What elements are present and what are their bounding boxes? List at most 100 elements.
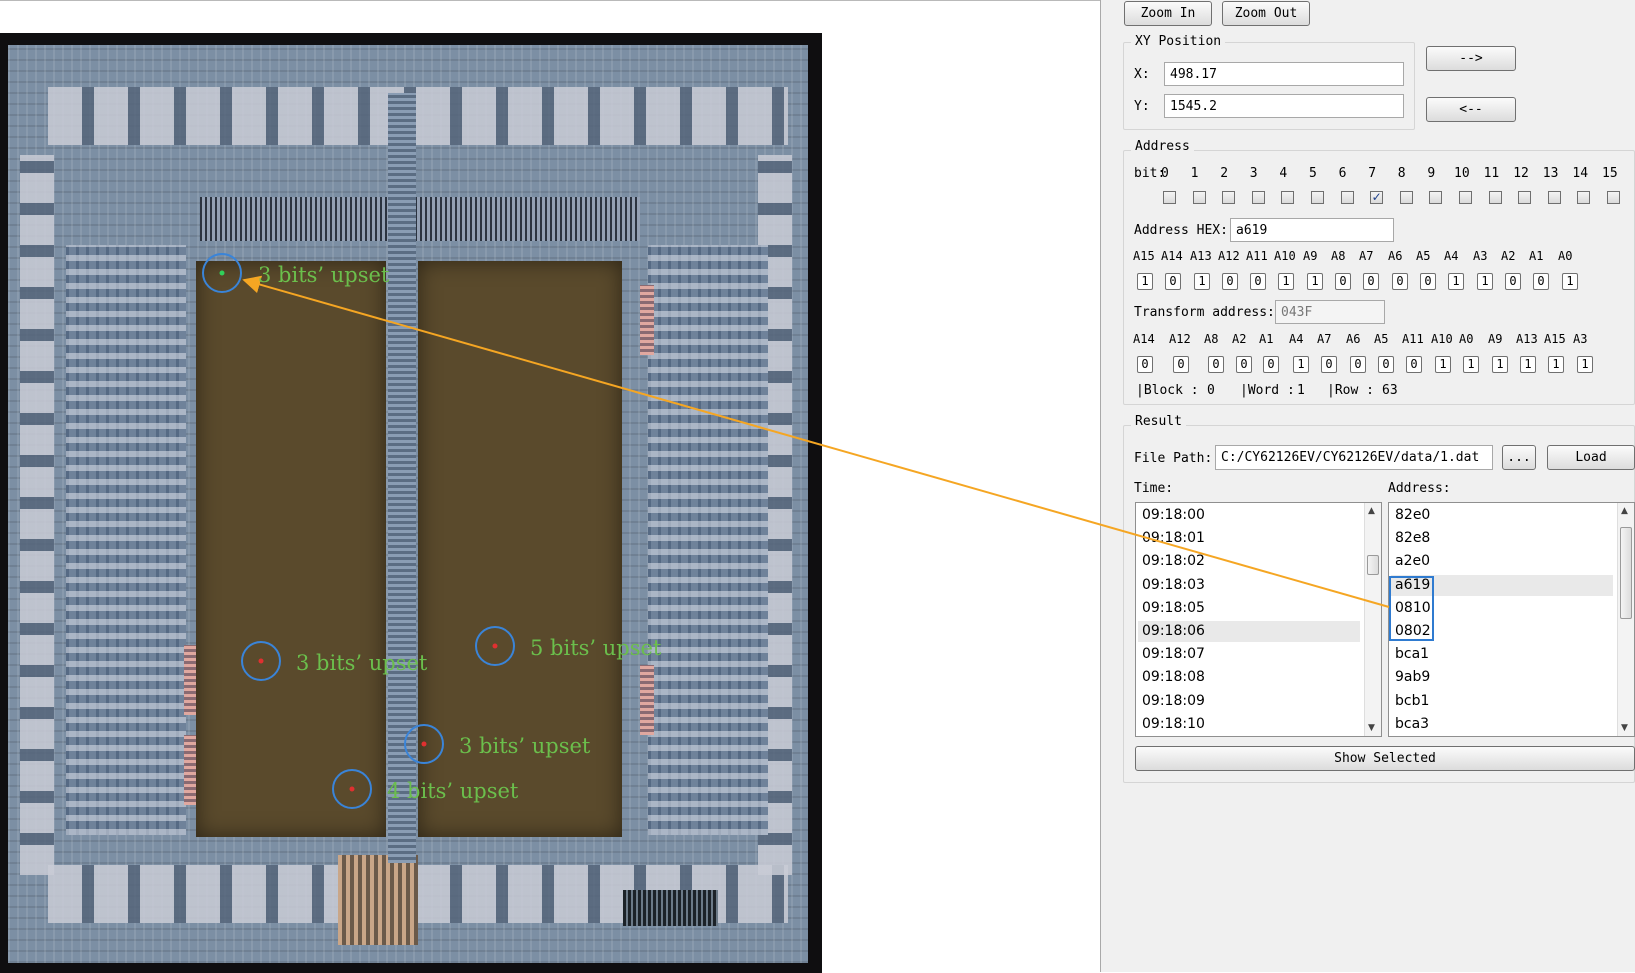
a-bit-value-a5: 0 [1420,273,1436,290]
address-list-scrollbar[interactable]: ▲ ▼ [1617,503,1634,736]
pad-ring-top [48,87,788,145]
sense-amp-block [338,855,418,945]
time-list-row[interactable]: 09:18:10 [1142,715,1205,732]
t-bit-label-a7: A7 [1317,332,1332,346]
t-bit-value-a8: 0 [1208,356,1224,373]
bit-checkbox-14[interactable] [1577,191,1591,204]
a-bit-value-a8: 0 [1335,273,1351,290]
address-list-row[interactable]: 0802 [1395,623,1431,639]
address-list-row[interactable]: bca3 [1395,715,1430,732]
a-bit-label-a13: A13 [1190,249,1212,263]
bit-label-12: 12 [1513,166,1529,181]
a-bit-value-a7: 0 [1363,273,1379,290]
bit-label-11: 11 [1483,166,1500,181]
t-bit-value-a1: 0 [1263,356,1279,373]
chip-die-image [0,33,822,973]
address-list-row[interactable]: 82e8 [1395,530,1431,547]
a-bit-value-a12: 0 [1222,273,1238,290]
scroll-thumb[interactable] [1367,555,1379,575]
t-bit-label-a0: A0 [1459,332,1474,346]
time-list-row[interactable]: 09:18:05 [1142,599,1205,616]
time-list-row[interactable]: 09:18:02 [1142,553,1205,570]
time-list-row[interactable]: 09:18:03 [1142,576,1205,593]
bit-checkbox-15[interactable] [1607,191,1620,204]
a-bit-label-a7: A7 [1359,249,1374,263]
scroll-down-icon[interactable]: ▼ [1368,723,1375,733]
bit-label-1: 1 [1190,166,1199,181]
transform-address-label: Transform address: [1134,305,1275,320]
t-bit-label-a11: A11 [1402,332,1424,346]
time-list-row[interactable]: 09:18:06 [1138,621,1360,642]
bit-checkbox-11[interactable] [1488,191,1502,204]
address-list-row[interactable]: bcb1 [1395,692,1430,709]
a-bit-value-a1: 0 [1533,273,1549,290]
a-bit-label-a1: A1 [1529,249,1544,263]
row-value: 63 [1382,383,1398,398]
t-bit-value-a6: 0 [1350,356,1366,373]
scroll-up-icon[interactable]: ▲ [1621,506,1628,516]
address-list[interactable]: 82e0 82e8 a2e0 a619 0810 0802 bca1 9ab9 bcb1 bca3… [1388,502,1635,737]
scroll-up-icon[interactable]: ▲ [1368,506,1375,516]
address-hex-input[interactable]: a619 [1230,218,1394,242]
address-list-row[interactable]: bca1 [1395,646,1430,663]
address-hex-label: Address HEX: [1134,223,1228,238]
bit-checkbox-10[interactable] [1459,191,1472,204]
a-bit-label-a12: A12 [1218,249,1240,263]
center-spine [388,93,416,863]
time-list[interactable]: 09:18:00 09:18:01 09:18:02 09:18:03 09:18:05… [1135,502,1382,737]
a-bit-label-a15: A15 [1133,249,1155,263]
forward-arrow-button[interactable]: --> [1426,46,1516,71]
scroll-thumb[interactable] [1620,527,1632,619]
t-bit-label-a5: A5 [1374,332,1389,346]
time-list-scrollbar[interactable]: ▲ ▼ [1364,503,1381,736]
bit-label-4: 4 [1279,166,1288,181]
image-viewer[interactable] [0,0,1100,973]
bit-checkbox-3[interactable] [1251,191,1265,204]
show-selected-button[interactable]: Show Selected [1135,746,1635,771]
address-title: Address [1131,139,1194,154]
bit-label-3: 3 [1249,166,1258,181]
bit-checkbox-4[interactable] [1281,191,1295,204]
zoom-in-button[interactable]: Zoom In [1124,1,1212,26]
t-bit-value-a0: 1 [1463,356,1479,373]
bit-checkbox-12[interactable] [1518,191,1532,204]
bit-checkbox-1[interactable] [1192,191,1206,204]
browse-button[interactable]: ... [1502,445,1536,470]
row-decoder-band [200,197,640,241]
bit-checkbox-6[interactable] [1340,191,1354,204]
bit-checkbox-8[interactable] [1399,191,1413,204]
time-list-row[interactable]: 09:18:09 [1142,692,1205,709]
xy-position-title: XY Position [1131,34,1226,49]
bit-checkbox-7[interactable]: ✓ [1370,190,1384,204]
address-list-label: Address: [1388,481,1451,496]
scroll-down-icon[interactable]: ▼ [1621,723,1628,733]
a-bit-value-a11: 0 [1250,273,1266,290]
x-position-input[interactable]: 498.17 [1164,62,1404,86]
load-button[interactable]: Load [1547,445,1635,470]
file-path-input[interactable]: C:/CY62126EV/CY62126EV/data/1.dat [1215,445,1493,470]
bit-checkbox-13[interactable] [1547,191,1561,204]
a-bit-label-a8: A8 [1331,249,1346,263]
bit-checkbox-5[interactable] [1311,191,1324,204]
address-list-row[interactable]: a2e0 [1395,553,1431,570]
t-bit-label-a9: A9 [1488,332,1503,346]
t-bit-label-a14: A14 [1133,332,1155,346]
time-list-row[interactable]: 09:18:07 [1142,646,1205,663]
time-list-row[interactable]: 09:18:00 [1142,507,1205,523]
bit-checkbox-0[interactable] [1163,191,1176,204]
address-list-row[interactable]: 9ab9 [1395,669,1431,686]
t-bit-label-a10: A10 [1431,332,1453,346]
bit-checkbox-2[interactable] [1222,191,1236,204]
address-list-row[interactable]: a619 [1391,574,1613,596]
peripheral-logic-left [66,245,186,835]
time-list-row[interactable]: 09:18:01 [1142,530,1205,547]
address-list-row[interactable]: 0810 [1395,599,1431,616]
y-position-input[interactable]: 1545.2 [1164,94,1404,118]
t-bit-label-a13: A13 [1516,332,1538,346]
zoom-out-button[interactable]: Zoom Out [1222,1,1310,26]
bit-checkbox-9[interactable] [1429,191,1443,204]
back-arrow-button[interactable]: <-- [1426,97,1516,122]
time-list-row[interactable]: 09:18:08 [1142,669,1205,686]
address-list-row[interactable]: 82e0 [1395,507,1431,523]
time-label: Time: [1134,481,1174,496]
